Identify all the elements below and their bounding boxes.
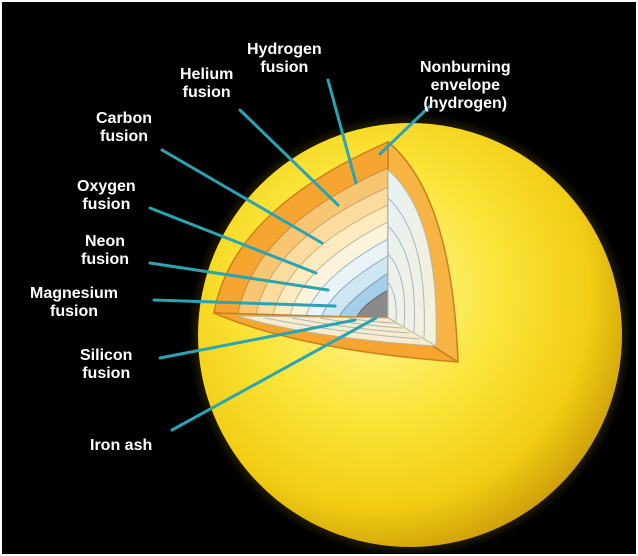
leader-silicon	[158, 318, 357, 360]
label-nonburning-envelope: Nonburning envelope (hydrogen)	[420, 59, 511, 112]
right-face-ring-3	[387, 253, 406, 328]
label-neon-fusion: Neon fusion	[81, 233, 129, 268]
leader-nonburning	[378, 104, 432, 156]
leader-lines	[148, 78, 432, 432]
bottom-face-ring-1	[264, 317, 421, 340]
leader-iron	[170, 316, 378, 432]
right-face-ring-4	[387, 281, 397, 323]
bottom-face-inner	[237, 315, 437, 347]
label-hydrogen-fusion: Hydrogen fusion	[247, 41, 322, 76]
leader-neon	[148, 261, 330, 292]
leader-oxygen	[148, 206, 318, 275]
right-cut-face	[387, 140, 459, 364]
label-silicon-fusion: Silicon fusion	[80, 347, 133, 382]
right-face-ring-2	[387, 225, 415, 333]
leader-carbon	[160, 148, 324, 245]
label-helium-fusion: Helium fusion	[180, 66, 234, 101]
bottom-face-ring-2	[291, 317, 411, 334]
label-carbon-fusion: Carbon fusion	[96, 110, 152, 145]
label-magnesium-fusion: Magnesium fusion	[30, 285, 119, 320]
bottom-cut-face	[213, 312, 459, 363]
label-iron-ash: Iron ash	[90, 437, 153, 454]
bottom-face-ring-3	[319, 317, 403, 329]
leader-helium	[238, 108, 340, 207]
leader-hydrogen	[326, 78, 358, 185]
leader-magnesium	[152, 298, 337, 308]
label-oxygen-fusion: Oxygen fusion	[77, 178, 136, 213]
right-face-ring-1	[387, 197, 425, 339]
